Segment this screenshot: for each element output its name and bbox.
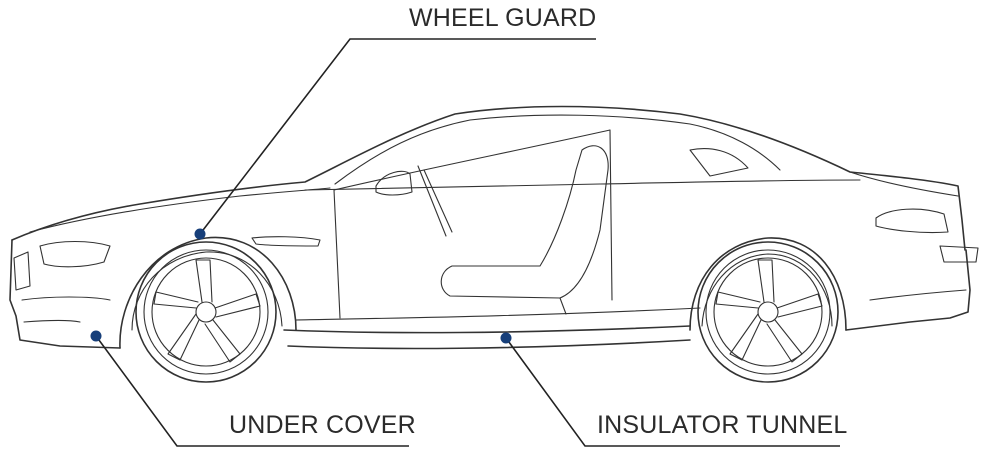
under-cover-leader	[95, 335, 409, 447]
under-cover-label: UNDER COVER	[229, 411, 416, 439]
insulator-tunnel-marker	[500, 332, 512, 344]
wheel-guard-marker	[194, 228, 206, 240]
front-wheel	[135, 241, 277, 383]
rear-wheel	[697, 241, 839, 383]
insulator-tunnel-leader	[505, 337, 840, 447]
wheel-guard-leader	[199, 38, 596, 235]
under-cover-marker	[90, 330, 102, 342]
car-body	[9, 105, 979, 350]
wheel-guard-label: WHEEL GUARD	[409, 4, 597, 32]
insulator-tunnel-label: INSULATOR TUNNEL	[597, 411, 848, 439]
